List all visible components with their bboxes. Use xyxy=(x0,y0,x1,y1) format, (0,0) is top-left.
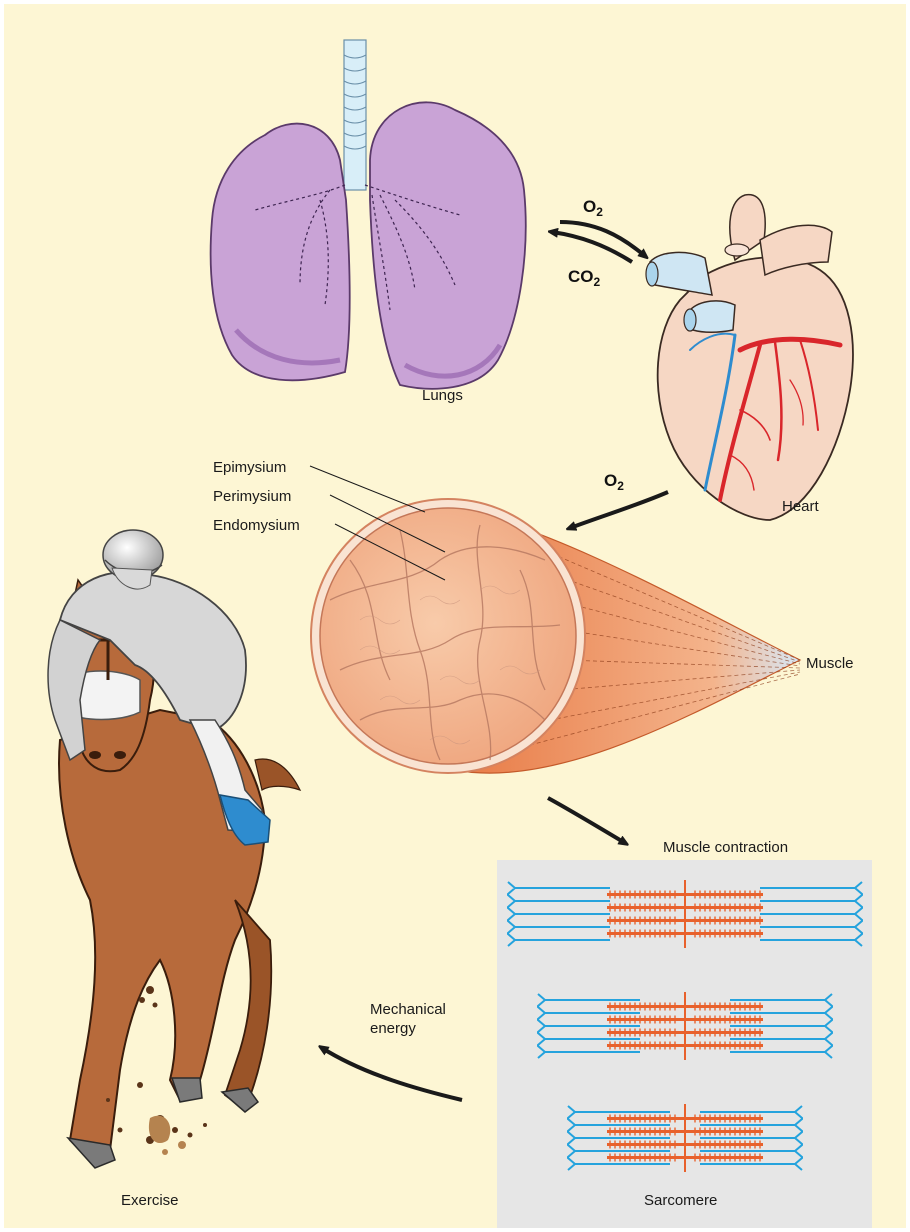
perimysium-label: Perimysium xyxy=(213,488,291,505)
endomysium-label: Endomysium xyxy=(213,517,300,534)
heart-label: Heart xyxy=(782,498,820,515)
muscle-contraction-label: Muscle contraction xyxy=(663,839,788,856)
mechanical-label-line1: Mechanical xyxy=(370,1001,446,1018)
sarcomere-label: Sarcomere xyxy=(644,1192,717,1209)
muscle-label: Muscle xyxy=(806,655,854,672)
exercise-label: Exercise xyxy=(121,1192,179,1209)
sarcomere-panel: Muscle contraction Sarcomere xyxy=(497,839,872,1228)
epimysium-label: Epimysium xyxy=(213,459,286,476)
mechanical-label-line2: energy xyxy=(370,1020,416,1037)
lungs-label: Lungs xyxy=(422,387,463,404)
